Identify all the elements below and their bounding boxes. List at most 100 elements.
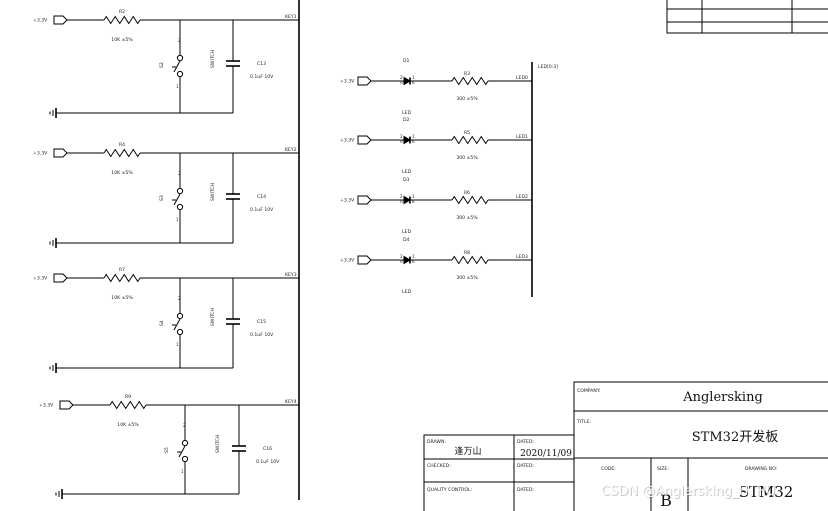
sheet-size: B (660, 491, 672, 510)
capacitor-value: 0.1uF 10V (250, 74, 274, 80)
company-name: Anglersking (682, 390, 763, 405)
company-label: COMPANY: (577, 388, 601, 394)
resistor-symbol (103, 148, 141, 158)
switch-type: SWITCH (210, 308, 216, 326)
supply-port-icon (53, 15, 68, 25)
drawn-date: 2020/11/09 (520, 449, 572, 459)
switch-contact (176, 328, 184, 336)
capacitor-ref: C14 (257, 194, 266, 200)
bus-label: LED[0:3] (538, 64, 558, 70)
led-type: LED (402, 169, 411, 175)
led-type: LED (402, 110, 411, 116)
supply-label: +3.3V (33, 276, 48, 282)
resistor-symbol (103, 273, 141, 283)
supply-label: +3.3V (33, 151, 48, 157)
switch-contact (176, 203, 184, 211)
resistor-ref: R6 (464, 190, 470, 196)
led-ref: D1 (403, 58, 410, 64)
switch-ref: S3 (159, 195, 165, 201)
supply-port-icon (53, 148, 68, 158)
resistor-ref: R2 (119, 9, 125, 15)
net-label: KEY3 (285, 272, 297, 278)
drawing-number: STM32 (739, 483, 794, 501)
switch-contact (176, 187, 184, 195)
title-label: TITLE: (576, 419, 591, 425)
supply-label: +3.3V (33, 18, 48, 24)
switch-pin: 2 (178, 296, 181, 301)
switch-type: SWITCH (210, 183, 216, 201)
supply-label: +3.3V (340, 79, 355, 85)
dated-label: DATED: (517, 487, 534, 493)
net-label: KEY4 (285, 399, 297, 405)
resistor-ref: R8 (464, 250, 470, 256)
switch-pin: 1 (181, 469, 184, 474)
led-type: LED (402, 229, 411, 235)
capacitor-value: 0.1uF 10V (250, 207, 274, 213)
switch-lever (173, 60, 181, 73)
resistor-symbol (451, 76, 489, 86)
resistor-symbol (451, 135, 489, 145)
resistor-value: 300 ±5% (456, 215, 478, 221)
switch-pin: 1 (176, 84, 179, 89)
size-label: SIZE: (657, 466, 669, 472)
capacitor-ref: C15 (257, 319, 266, 325)
switch-ref: S2 (159, 62, 165, 68)
watermark: CSDN @Anglersking_HTHU (601, 484, 775, 499)
switch-lever (173, 318, 181, 331)
led-ref: D3 (403, 177, 410, 183)
net-label: LED1 (516, 134, 528, 140)
resistor-symbol (109, 400, 147, 410)
revision-table (666, 0, 828, 34)
switch-type: SWITCH (210, 50, 216, 68)
resistor-ref: R7 (119, 267, 125, 273)
supply-port-icon (53, 273, 68, 283)
switch-contact (181, 455, 189, 463)
led-symbol (403, 195, 411, 205)
switch-pin: 2 (183, 423, 186, 428)
net-label: LED3 (516, 254, 528, 260)
led-symbol (403, 255, 411, 265)
capacitor-value: 0.1uF 10V (250, 332, 274, 338)
resistor-value: 300 ±5% (456, 155, 478, 161)
resistor-ref: R9 (125, 394, 131, 400)
led-ref: D2 (403, 117, 410, 123)
resistor-value: 300 ±5% (456, 275, 478, 281)
switch-pin: 1 (176, 342, 179, 347)
dated-label: DATED: (517, 439, 534, 445)
supply-port-icon (357, 195, 372, 205)
led-ref: D4 (403, 237, 410, 243)
switch-pin: 1 (176, 217, 179, 222)
supply-port-icon (357, 255, 372, 265)
switch-lever (173, 193, 181, 206)
led-symbol (403, 76, 411, 86)
resistor-ref: R3 (464, 71, 470, 77)
supply-label: +3.3V (340, 198, 355, 204)
resistor-ref: R4 (119, 142, 125, 148)
switch-contact (176, 312, 184, 320)
drawn-block-frame (423, 434, 575, 511)
capacitor-value: 0.1uF 10V (256, 459, 280, 465)
switch-ref: S4 (159, 320, 165, 326)
capacitor-ref: C13 (257, 61, 266, 67)
watermark-shadow: CSDN @Anglersking_HTHU (602, 485, 776, 500)
resistor-ref: R5 (464, 130, 470, 136)
drawn-by: 逢万山 (454, 445, 481, 457)
drawn-label: DRAWN: (427, 439, 446, 445)
switch-type: SWITCH (215, 435, 221, 453)
switch-pin: 2 (178, 171, 181, 176)
resistor-value: 300 ±5% (456, 96, 478, 102)
drawing-no-label: DRAWING NO: (745, 466, 778, 472)
drawing-title: STM32开发板 (692, 429, 778, 445)
code-label: CODE: (601, 466, 616, 472)
net-label: KEY2 (285, 147, 297, 153)
net-label: LED2 (516, 194, 528, 200)
quality-control-label: QUALITY CONTROL: (427, 487, 473, 493)
resistor-value: 10K ±5% (117, 422, 139, 428)
